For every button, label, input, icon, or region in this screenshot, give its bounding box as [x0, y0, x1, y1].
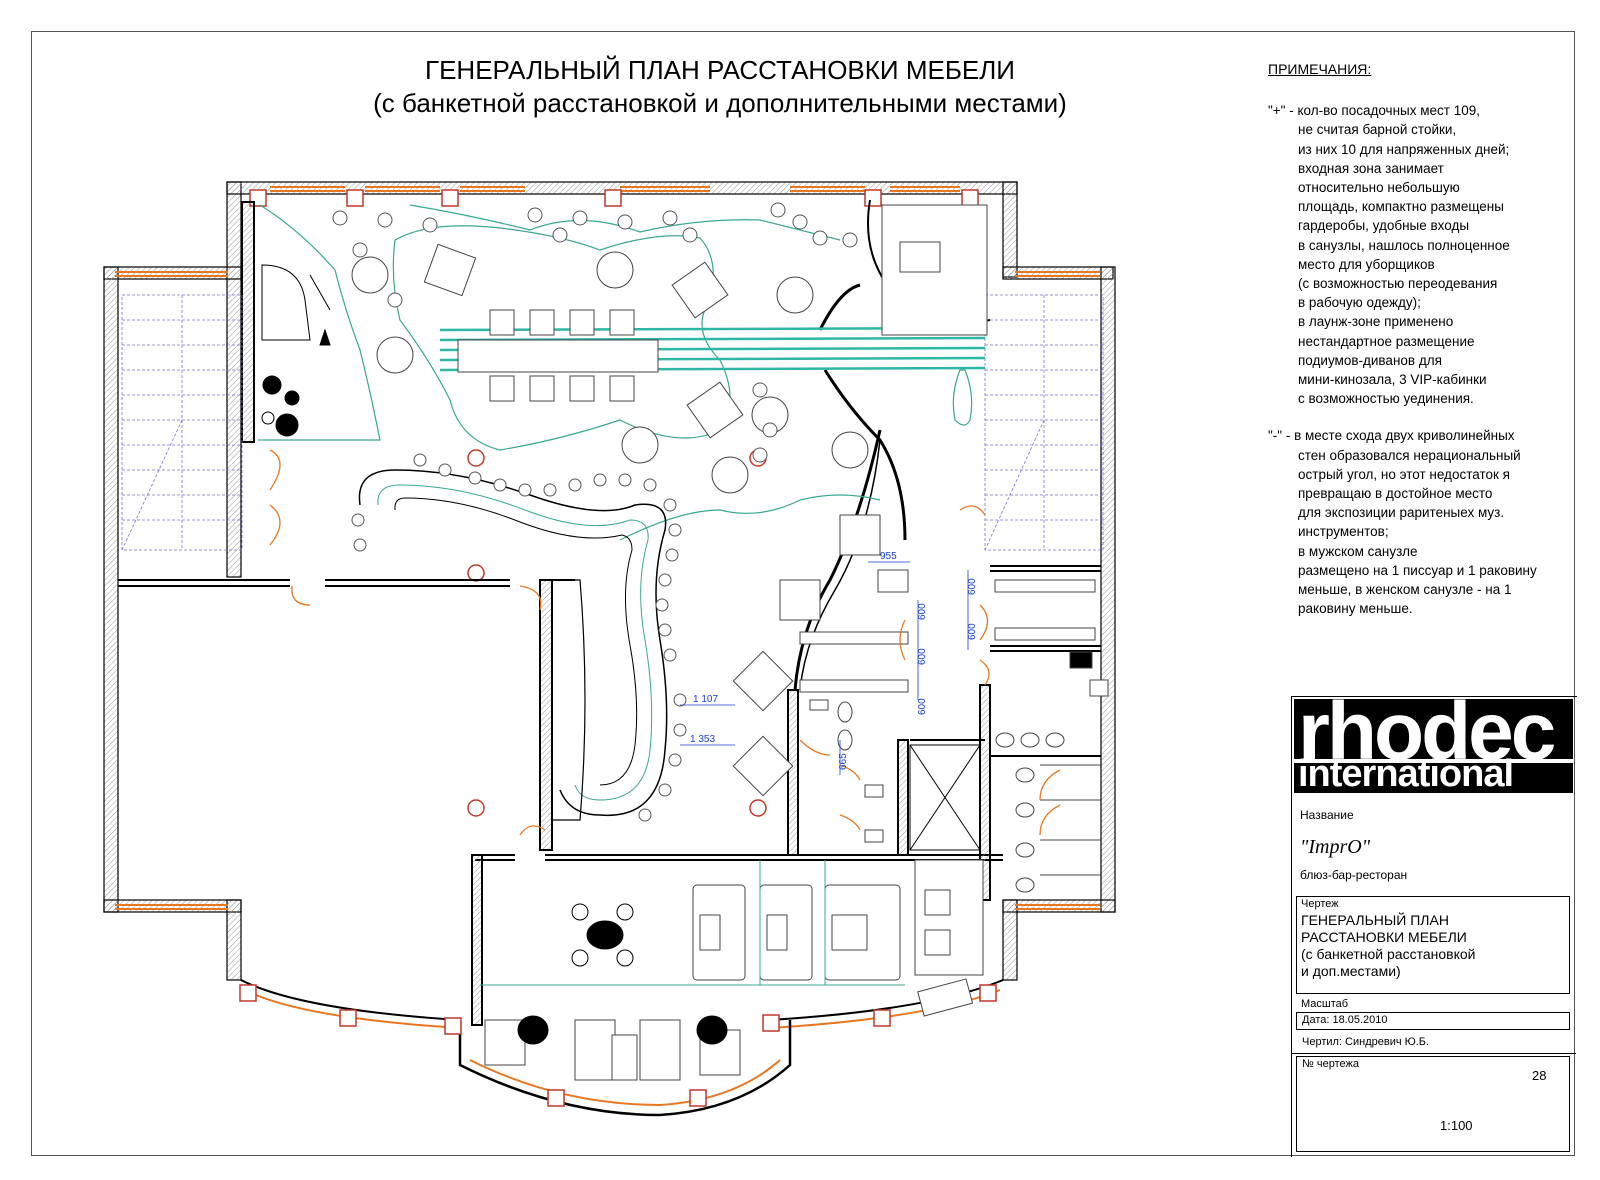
- note-line: в санузлы, нашлось полноценное: [1298, 237, 1510, 253]
- date-box: [1296, 1012, 1570, 1030]
- stage-instruments: [261, 264, 331, 437]
- doors: [269, 449, 1061, 836]
- drawing-label: Чертеж: [1301, 898, 1339, 910]
- drawing-title: ГЕНЕРАЛЬНЫЙ ПЛАН РАССТАНОВКИ МЕБЕЛИ (с б…: [1301, 912, 1475, 980]
- notes-plus: "+" - кол-во посадочных мест 109, не счи…: [1268, 101, 1568, 408]
- note-line: мини-кинозала, 3 VIP-кабинки: [1298, 372, 1487, 388]
- drawing-frame: [31, 31, 1575, 1156]
- round-columns: [467, 449, 767, 817]
- drawing-box: [1296, 896, 1570, 994]
- bar-counter: [358, 469, 668, 821]
- project-type: блюз-бар-ресторан: [1300, 868, 1408, 882]
- dimension-label: 955: [880, 551, 897, 562]
- dimension-label: 600: [917, 698, 928, 715]
- notes-heading: ПРИМЕЧАНИЯ:: [1268, 61, 1372, 77]
- dimension-label: 600: [917, 603, 928, 620]
- note-line: "-" - в месте схода двух криволинейных: [1268, 428, 1515, 444]
- drawing-number: 28: [1532, 1068, 1547, 1083]
- note-line: не считая барной стойки,: [1298, 122, 1457, 138]
- company-logo: rhodec international: [1294, 699, 1573, 793]
- note-line: с возможностью уединения.: [1298, 391, 1474, 407]
- drawn-by: Чертил: Синдревич Ю.Б.: [1302, 1036, 1430, 1048]
- note-line: острый угол, но этот недостаток я: [1298, 466, 1510, 482]
- note-line: "+" - кол-во посадочных мест 109,: [1268, 103, 1480, 119]
- drawing-title-line: и доп.местами): [1301, 963, 1401, 979]
- service-area: [799, 204, 1109, 697]
- notes-minus: "-" - в месте схода двух криволинейных с…: [1268, 426, 1568, 618]
- note-line: (с возможностью переодевания: [1298, 276, 1498, 292]
- stairs-right: [984, 294, 1104, 551]
- outer-walls: [103, 181, 1116, 981]
- interior-walls: [118, 201, 1101, 1026]
- note-line: стен образовался нерациональный: [1298, 447, 1521, 463]
- round-tables: [351, 251, 869, 494]
- date-value: Дата: 18.05.2010: [1302, 1014, 1388, 1026]
- title-block: [1291, 696, 1577, 1157]
- dimension-label: 600: [967, 623, 978, 640]
- note-line: меньше, в женском санузле - на 1: [1298, 582, 1512, 598]
- lounge-sofas: [484, 859, 984, 1081]
- logo-text-main: rhodec: [1298, 699, 1556, 777]
- zone-outlines: [258, 204, 973, 541]
- note-line: входная зона занимает: [1298, 160, 1444, 176]
- note-line: нестандартное размещение: [1298, 333, 1475, 349]
- drawing-title-line: (с банкетной расстановкой: [1301, 946, 1476, 962]
- project-name: "ImprO": [1300, 836, 1371, 858]
- dimension-label: 1 353: [690, 734, 715, 745]
- drawing-title-line: РАССТАНОВКИ МЕБЕЛИ: [1301, 929, 1467, 945]
- dimension-label: 665: [838, 753, 849, 770]
- bar-stools: [351, 453, 687, 822]
- dimensions: 955 600 600 600 600 600 1 107 1 353 665: [680, 551, 978, 775]
- dimension-label: 1 107: [693, 694, 718, 705]
- note-line: место для уборщиков: [1298, 256, 1435, 272]
- plan-title: ГЕНЕРАЛЬНЫЙ ПЛАН РАССТАНОВКИ МЕБЕЛИ: [425, 55, 1015, 85]
- note-line: гардеробы, удобные входы: [1298, 218, 1470, 234]
- windows: [115, 186, 1100, 910]
- banquet-table: [457, 309, 659, 402]
- dimension-label: 600: [967, 578, 978, 595]
- coffee-tables: [517, 903, 728, 1045]
- note-line: для экспозиции раритеныех муз.: [1298, 505, 1505, 521]
- notes-panel: ПРИМЕЧАНИЯ: "+" - кол-во посадочных мест…: [1268, 60, 1568, 630]
- note-line: в мужском санузле: [1298, 543, 1418, 559]
- bottom-facade: [240, 979, 1004, 1117]
- note-line: относительно небольшую: [1298, 180, 1460, 196]
- square-tables: [423, 243, 881, 797]
- note-line: размещено на 1 писсуар и 1 раковину: [1298, 562, 1537, 578]
- toilets: [809, 699, 1101, 893]
- drawing-scale: 1:100: [1440, 1118, 1473, 1133]
- dimension-label: 600: [917, 648, 928, 665]
- number-label: № чертежа: [1302, 1058, 1359, 1070]
- plan-subtitle: (с банкетной расстановкой и дополнительн…: [373, 88, 1067, 118]
- note-line: в лаунж-зоне применено: [1298, 314, 1454, 330]
- scale-label: Масштаб: [1301, 998, 1349, 1010]
- number-box: [1296, 1056, 1570, 1152]
- columns: [239, 189, 997, 1107]
- small-chairs: [332, 202, 858, 463]
- note-line: площадь, компактно размещены: [1298, 199, 1504, 215]
- note-line: инструментов;: [1298, 524, 1389, 540]
- name-label: Название: [1300, 808, 1354, 822]
- drawing-title-line: ГЕНЕРАЛЬНЫЙ ПЛАН: [1301, 912, 1449, 928]
- note-line: подиумов-диванов для: [1298, 352, 1442, 368]
- note-line: раковину меньше.: [1298, 601, 1413, 617]
- note-line: из них 10 для напряженных дней;: [1298, 141, 1510, 157]
- lounge-dividers: [480, 860, 905, 986]
- note-line: превращаю в достойное место: [1298, 486, 1493, 502]
- stairs-left: [121, 294, 243, 551]
- logo-text-sub: international: [1298, 753, 1514, 793]
- note-line: в рабочую одежду);: [1298, 295, 1421, 311]
